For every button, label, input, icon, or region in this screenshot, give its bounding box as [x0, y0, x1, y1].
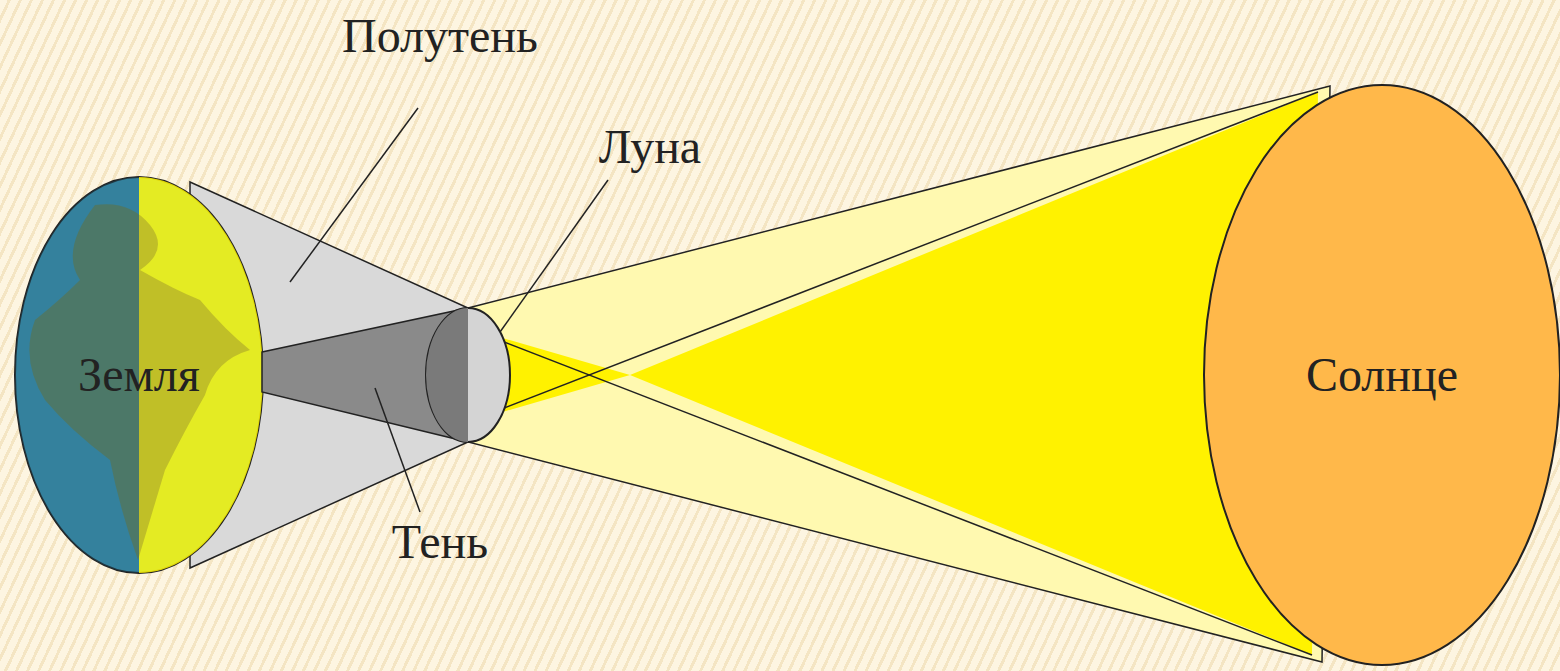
moon-shape [426, 308, 510, 442]
part-label: Полутень [342, 12, 538, 60]
leader-line [500, 180, 608, 332]
leader-line [375, 388, 420, 512]
body-label: Солнце [1306, 351, 1458, 399]
ray-line [468, 328, 1312, 655]
sunlight-cone [468, 86, 1330, 662]
sun-shape [1204, 85, 1560, 665]
sun-node: Солнце [1204, 85, 1560, 665]
part-label: Луна [599, 123, 701, 171]
body-label: Земля [78, 351, 200, 399]
earth-shape [15, 177, 263, 573]
ray-line [468, 92, 1318, 422]
earth-node: Земля [15, 177, 263, 573]
moon-dark-side [426, 308, 468, 442]
part-label: Тень [392, 518, 488, 566]
leader-line [290, 108, 418, 282]
